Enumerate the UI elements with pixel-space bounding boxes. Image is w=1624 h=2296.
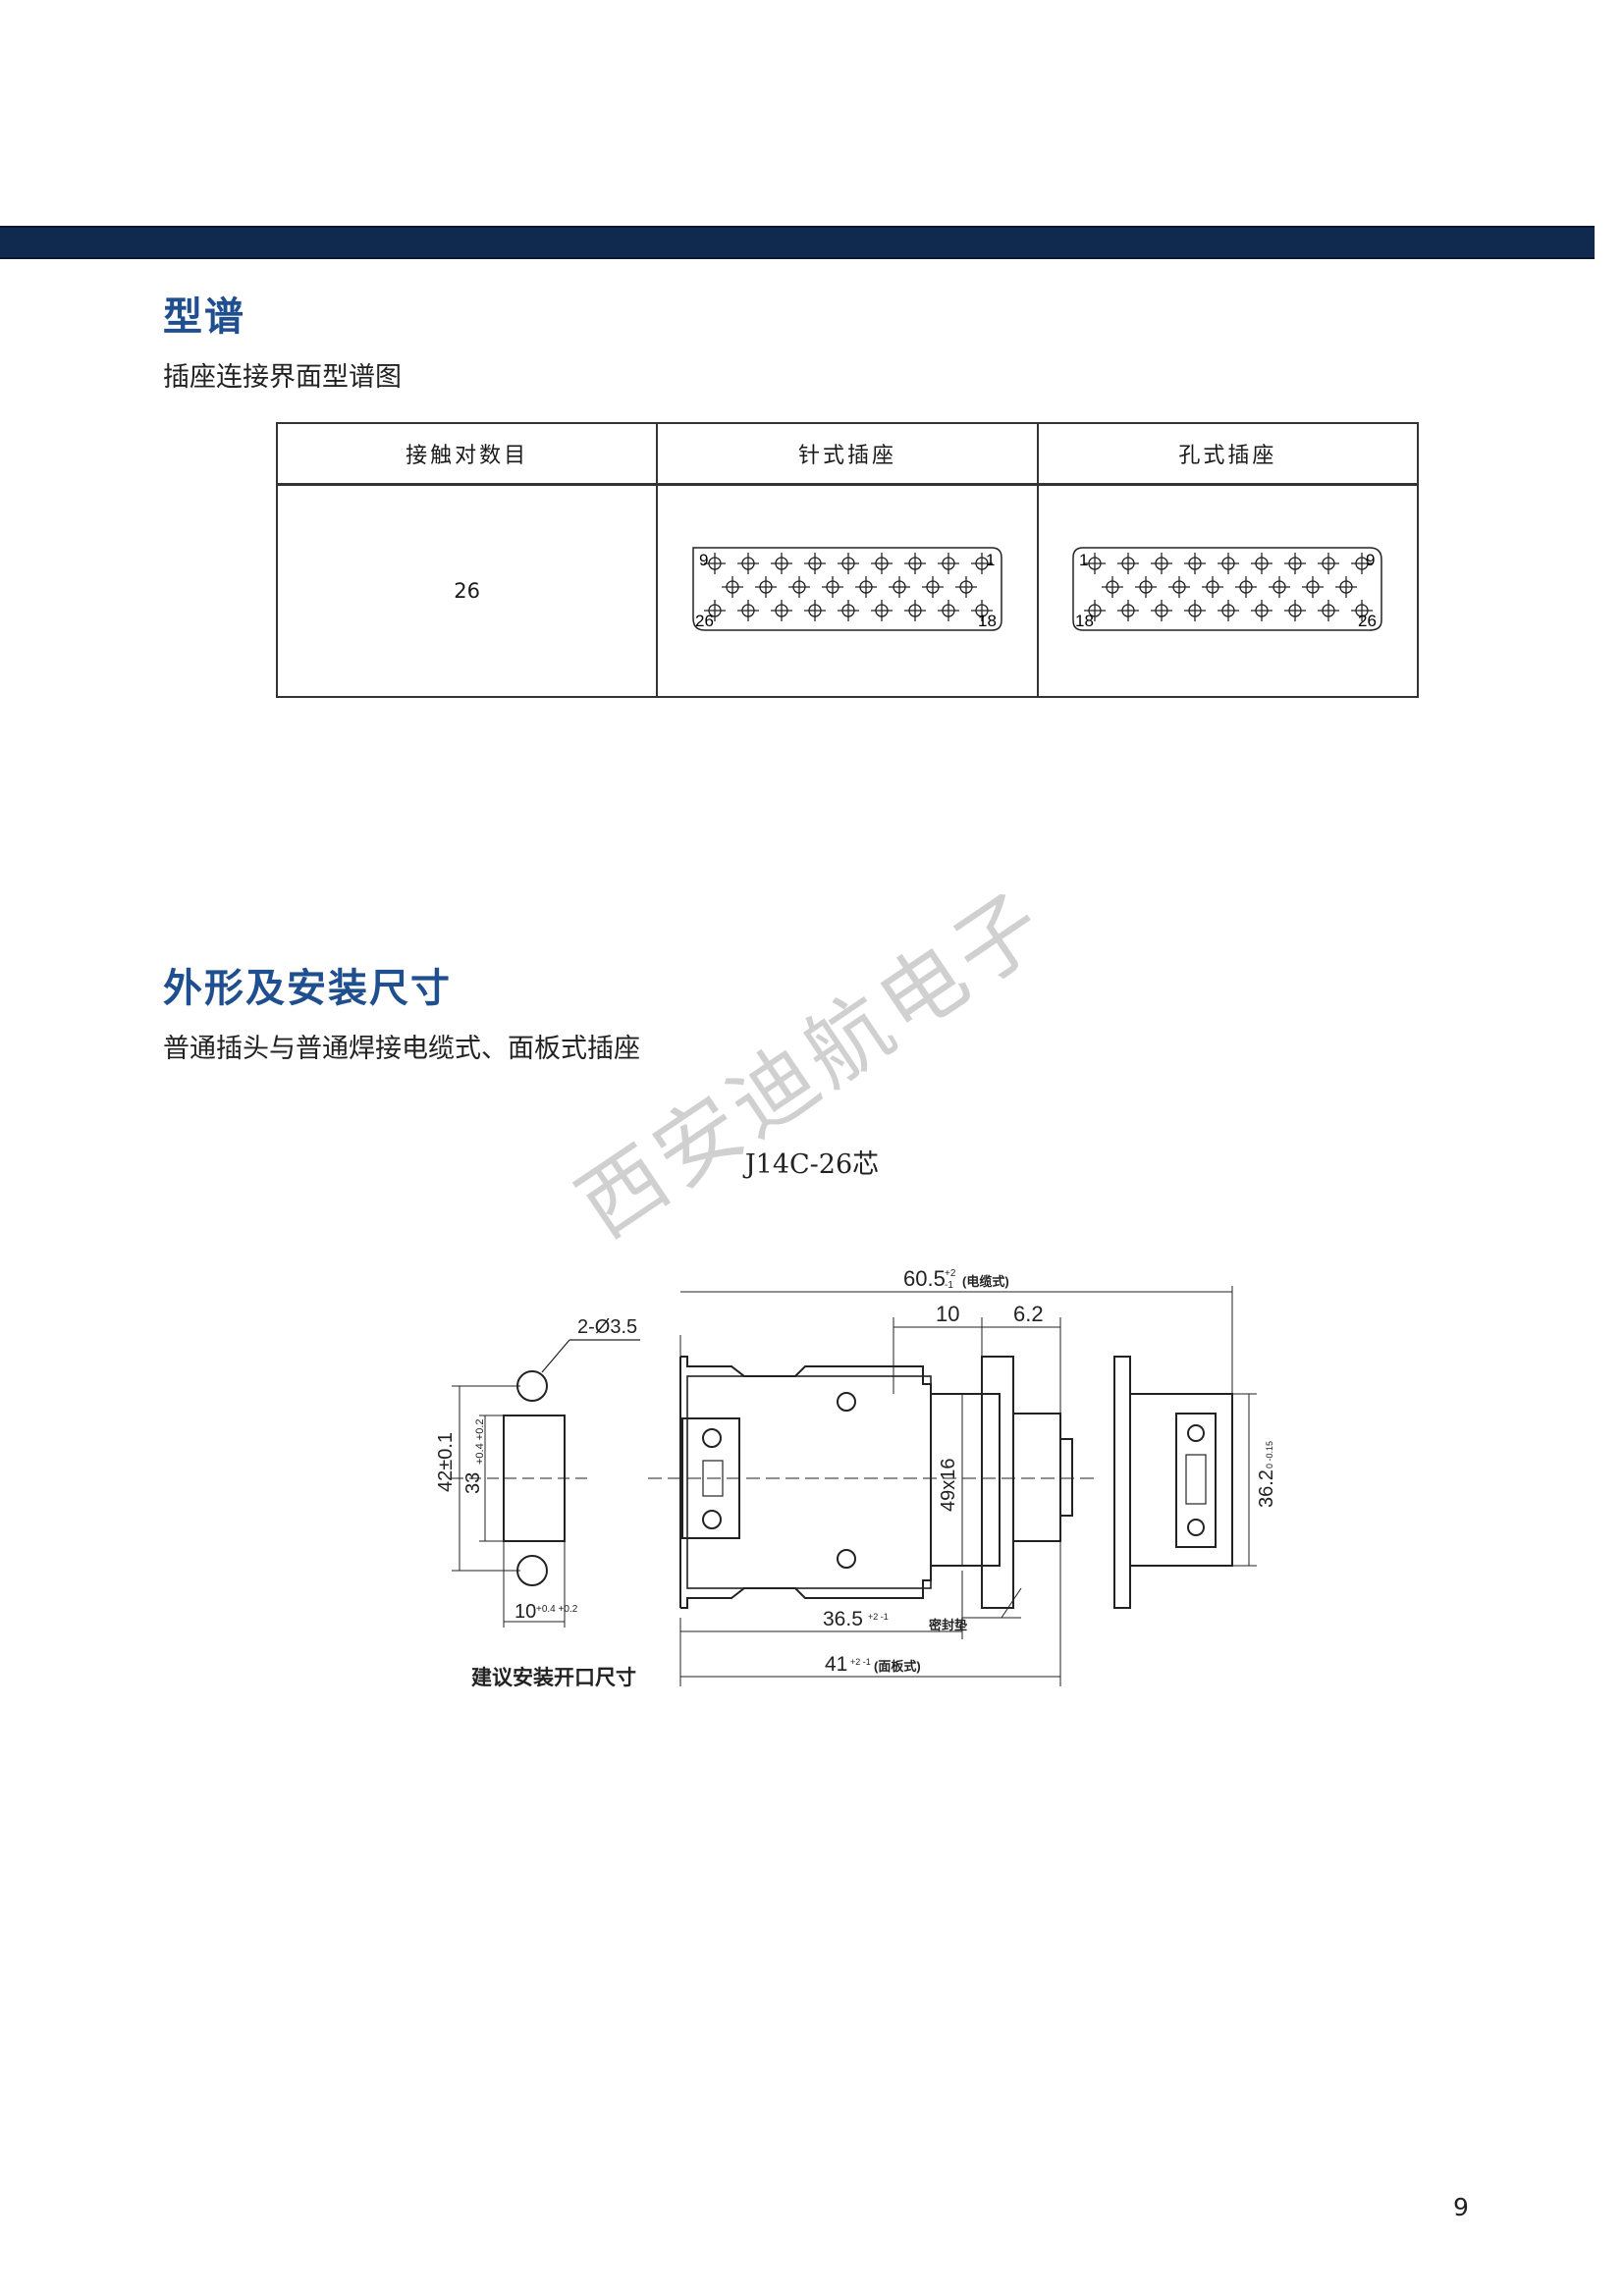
holes-dim: 2-Ø3.5 bbox=[577, 1316, 637, 1338]
connector-end-view: 36.2 0 -0.15 bbox=[1113, 1356, 1277, 1609]
hole-layout-cell: 1 9 18 26 bbox=[1036, 483, 1420, 698]
overall-tol-up: +2 bbox=[945, 1268, 956, 1279]
header-hole-socket: 孔式插座 bbox=[1036, 422, 1420, 486]
section-subtitle-dimensions: 普通插头与普通焊接电缆式、面板式插座 bbox=[163, 1034, 640, 1064]
dim-41-note: (面板式) bbox=[874, 1659, 921, 1674]
height-33-tol: +0.4 +0.2 bbox=[474, 1419, 486, 1466]
model-table: 接触对数目 针式插座 孔式插座 26 9 1 26 18 1 9 18 26 bbox=[275, 422, 1420, 698]
hole-label-18: 18 bbox=[1075, 612, 1094, 630]
pin-label-1: 1 bbox=[986, 551, 995, 569]
pin-layout-diagram: 9 1 26 18 bbox=[692, 546, 1002, 631]
hole-label-1: 1 bbox=[1079, 551, 1088, 569]
cutout-view: 2-Ø3.5 42±0.1 33 +0.4 +0.2 10 +0.4 +0.2 … bbox=[435, 1316, 640, 1689]
pin-label-26: 26 bbox=[695, 612, 714, 630]
width-10-dim: 10 bbox=[514, 1601, 536, 1623]
dimension-drawing: 2-Ø3.5 42±0.1 33 +0.4 +0.2 10 +0.4 +0.2 … bbox=[435, 1266, 1277, 1689]
figure-title: J14C-26芯 bbox=[744, 1149, 880, 1180]
dim-362-tol: 0 -0.15 bbox=[1265, 1441, 1274, 1468]
section-title-dimensions: 外形及安装尺寸 bbox=[163, 965, 452, 1011]
dim-362: 36.2 bbox=[1256, 1469, 1277, 1508]
overall-tol-low: -1 bbox=[945, 1280, 953, 1291]
width-10-tol: +0.4 +0.2 bbox=[536, 1604, 578, 1615]
page-number: 9 bbox=[1453, 2193, 1469, 2221]
overall-note: (电缆式) bbox=[962, 1274, 1009, 1289]
contact-count-cell: 26 bbox=[275, 483, 659, 698]
dim-49x16: 49x16 bbox=[938, 1459, 959, 1513]
dim-62: 6.2 bbox=[1013, 1302, 1044, 1326]
header-contact-count: 接触对数目 bbox=[275, 422, 659, 486]
table-row: 26 9 1 26 18 1 9 18 26 bbox=[275, 483, 1420, 698]
pin-label-18: 18 bbox=[978, 612, 997, 630]
height-42-dim: 42±0.1 bbox=[435, 1432, 457, 1492]
seal-label: 密封垫 bbox=[928, 1618, 967, 1632]
header-pin-socket: 针式插座 bbox=[656, 422, 1039, 486]
height-33-dim: 33 bbox=[462, 1472, 484, 1494]
dim-365-tol: +2 -1 bbox=[868, 1612, 889, 1622]
dim-365: 36.5 bbox=[823, 1608, 863, 1630]
dim-41: 41 bbox=[825, 1653, 847, 1676]
table-header-row: 接触对数目 针式插座 孔式插座 bbox=[275, 422, 1420, 486]
pin-label-9: 9 bbox=[699, 551, 708, 569]
hole-label-9: 9 bbox=[1366, 551, 1375, 569]
header-bar bbox=[0, 226, 1595, 259]
cutout-caption: 建议安装开口尺寸 bbox=[471, 1666, 636, 1689]
hole-layout-diagram: 1 9 18 26 bbox=[1072, 546, 1383, 631]
section-subtitle-model: 插座连接界面型谱图 bbox=[163, 362, 402, 393]
dim-10: 10 bbox=[936, 1302, 959, 1326]
overall-dim: 60.5 bbox=[903, 1266, 946, 1291]
connector-side-view: 60.5 +2 -1 (电缆式) 10 6.2 49x16 36.5 +2 -1… bbox=[648, 1266, 1233, 1686]
hole-label-26: 26 bbox=[1358, 612, 1377, 630]
section-title-model: 型谱 bbox=[163, 294, 245, 340]
pin-layout-cell: 9 1 26 18 bbox=[656, 483, 1039, 698]
dim-41-tol: +2 -1 bbox=[850, 1657, 871, 1667]
